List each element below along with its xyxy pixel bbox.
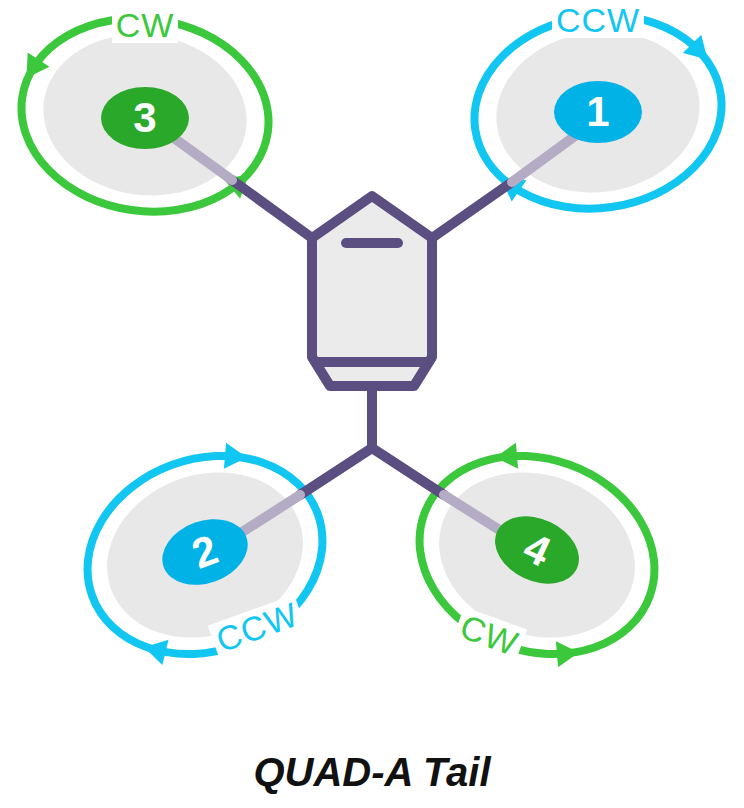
rotation-arrowhead xyxy=(683,35,708,60)
rotation-arrowhead xyxy=(224,443,247,469)
rotation-ring xyxy=(391,424,682,687)
propeller-node: 2CCW xyxy=(85,455,325,655)
motor-number: 3 xyxy=(101,87,189,149)
propeller-discs xyxy=(33,19,710,665)
propeller-node: CW3 xyxy=(20,15,270,215)
rotation-label: CW xyxy=(112,7,179,43)
motor-number: 4 xyxy=(484,503,590,596)
rotation-ring xyxy=(59,424,350,687)
frame-arms xyxy=(160,125,590,543)
motor-number: 2 xyxy=(153,508,257,596)
propeller-node: CCW1 xyxy=(473,12,723,212)
motor-number: 1 xyxy=(554,81,642,143)
rotation-arrowhead xyxy=(144,640,168,665)
rotation-ring xyxy=(9,3,281,228)
rotation-label: CCW xyxy=(552,2,644,38)
rotation-arrowhead xyxy=(495,443,518,469)
rotation-label: CW xyxy=(452,607,527,664)
rotation-label: CCW xyxy=(208,594,307,659)
rotation-arrowhead xyxy=(556,641,579,667)
rotation-arrowhead xyxy=(27,52,50,78)
caption: QUAD-A Tail xyxy=(0,750,744,795)
fuselage-body xyxy=(312,196,432,386)
propeller-node: 4CW xyxy=(417,455,657,655)
rotation-rings xyxy=(9,0,734,686)
